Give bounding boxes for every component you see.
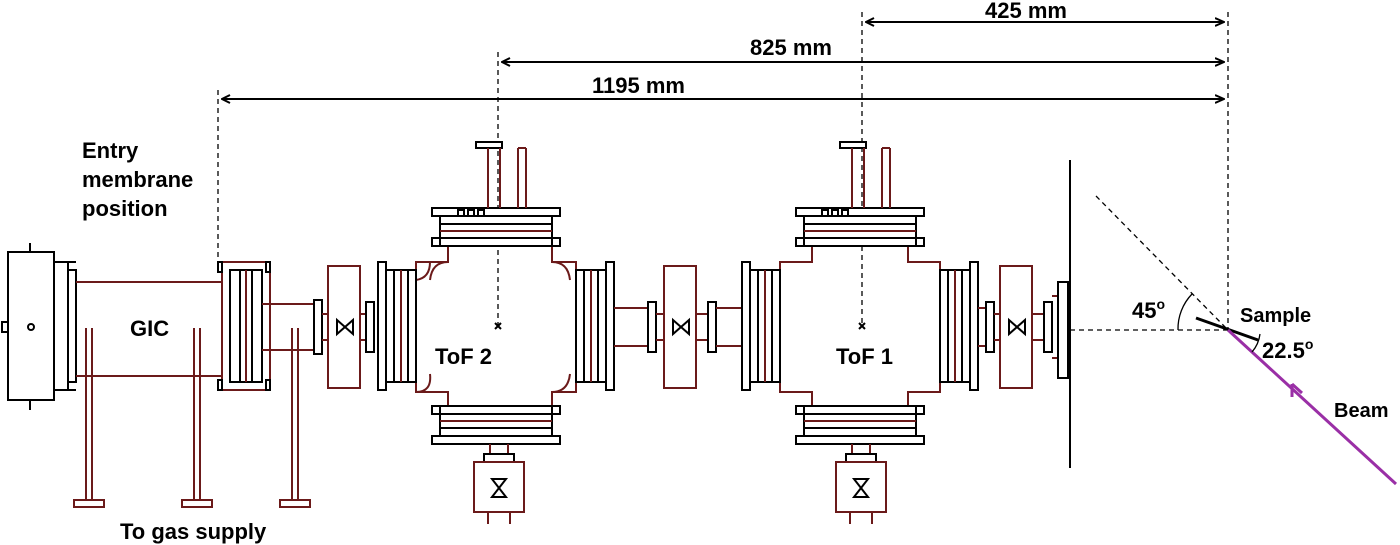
dim-label-1195: 1195 mm <box>592 73 685 98</box>
pipe-segment-4 <box>696 301 742 353</box>
pipe-segment-2 <box>360 301 375 353</box>
tof1-chamber: ToF 1 <box>741 141 979 524</box>
gas-feed-lines: To gas supply <box>73 328 311 544</box>
gic-label: GIC <box>130 316 169 341</box>
entry-line-2: membrane <box>82 167 193 192</box>
pipe-segment-5 <box>978 301 995 353</box>
beam-arrowhead <box>1290 382 1304 397</box>
gate-valve-2 <box>656 265 697 389</box>
dimension-lines: 425 mm 825 mm 1195 mm <box>217 0 1229 330</box>
sample-label: Sample <box>1240 305 1311 327</box>
beam-label: Beam <box>1334 400 1388 422</box>
gate-valve-1 <box>322 265 361 389</box>
entry-membrane-label: Entry membrane position <box>82 138 193 221</box>
pipe-segment-3 <box>614 301 657 353</box>
gate-valve-3 <box>994 265 1033 389</box>
tof2-label: ToF 2 <box>435 344 492 369</box>
tof2-chamber: ToF 2 <box>377 141 615 524</box>
dim-label-825: 825 mm <box>750 35 832 60</box>
entry-line-3: position <box>82 196 168 221</box>
entry-line-1: Entry <box>82 138 139 163</box>
gas-supply-label: To gas supply <box>120 519 267 544</box>
pipe-segment-6 <box>1032 160 1071 468</box>
beam-line <box>1226 328 1398 486</box>
pipe-segment-1 <box>262 299 323 355</box>
tof1-label: ToF 1 <box>836 344 893 369</box>
dim-label-425: 425 mm <box>985 0 1067 23</box>
entry-flange <box>217 261 271 391</box>
sample-geometry: 45o Sample 22.5o Beam <box>1070 195 1398 486</box>
sample-plate <box>1195 316 1259 342</box>
angle-225-label: 22.5o <box>1262 336 1313 363</box>
gic-detector: GIC <box>1 243 222 410</box>
angle-45-label: 45o <box>1132 296 1165 323</box>
